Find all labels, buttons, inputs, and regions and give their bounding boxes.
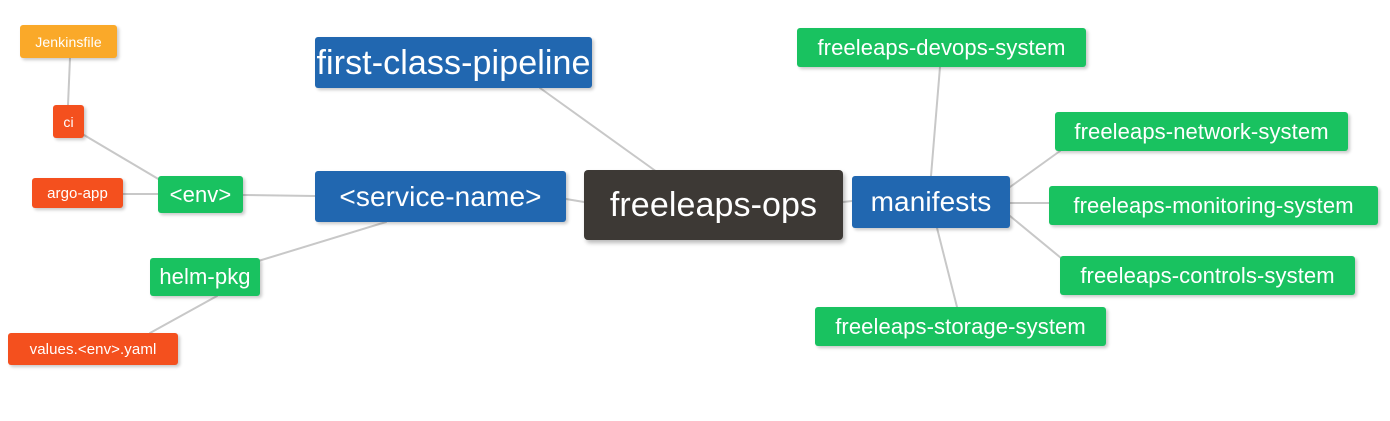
node-freeleaps-storage-system[interactable]: freeleaps-storage-system [815,307,1106,346]
node-label: <env> [169,181,232,207]
edge-jenkinsfile-ci [67,57,71,106]
node-label: freeleaps-storage-system [835,313,1086,339]
edge-servicename-root [565,198,585,203]
node-label: ci [63,113,74,130]
node-freeleaps-monitoring-system[interactable]: freeleaps-monitoring-system [1049,186,1378,225]
node-freeleaps-ops[interactable]: freeleaps-ops [584,170,843,240]
edge-manifests-storage [936,227,958,308]
node-freeleaps-network-system[interactable]: freeleaps-network-system [1055,112,1348,151]
edge-env-servicename [242,194,316,197]
node-label: <service-name> [339,180,542,212]
edge-manifests-network [1009,150,1061,188]
edge-manifests-controls [1009,215,1062,259]
node-label: freeleaps-network-system [1074,118,1329,144]
node-label: manifests [870,186,992,217]
edge-helmpkg-servicename [254,221,387,263]
node-freeleaps-controls-system[interactable]: freeleaps-controls-system [1060,256,1355,295]
edge-manifests-devops [930,66,941,177]
node-label: freeleaps-ops [609,186,818,224]
node-label: values.<env>.yaml [29,340,157,358]
edge-root-manifests [842,200,853,203]
node-label: argo-app [47,184,108,202]
node-first-class-pipeline[interactable]: first-class-pipeline [315,37,592,88]
node-label: Jenkinsfile [35,33,102,50]
node-helm-pkg[interactable]: helm-pkg [150,258,260,296]
node-manifests[interactable]: manifests [852,176,1010,228]
node-freeleaps-devops-system[interactable]: freeleaps-devops-system [797,28,1086,67]
node-argo-app[interactable]: argo-app [32,178,123,208]
node-ci[interactable]: ci [53,105,84,138]
node-label: first-class-pipeline [316,43,591,82]
edge-firstclass-root [539,87,658,173]
node-service-name[interactable]: <service-name> [315,171,566,222]
node-label: freeleaps-monitoring-system [1073,192,1354,218]
node-label: freeleaps-devops-system [817,34,1066,60]
node-label: freeleaps-controls-system [1080,262,1335,288]
edge-valuesyaml-helmpkg [149,295,218,334]
edge-ci-env [83,134,161,181]
node-env[interactable]: <env> [158,176,243,213]
node-jenkinsfile[interactable]: Jenkinsfile [20,25,117,58]
node-values-yaml[interactable]: values.<env>.yaml [8,333,178,365]
node-label: helm-pkg [159,264,251,289]
